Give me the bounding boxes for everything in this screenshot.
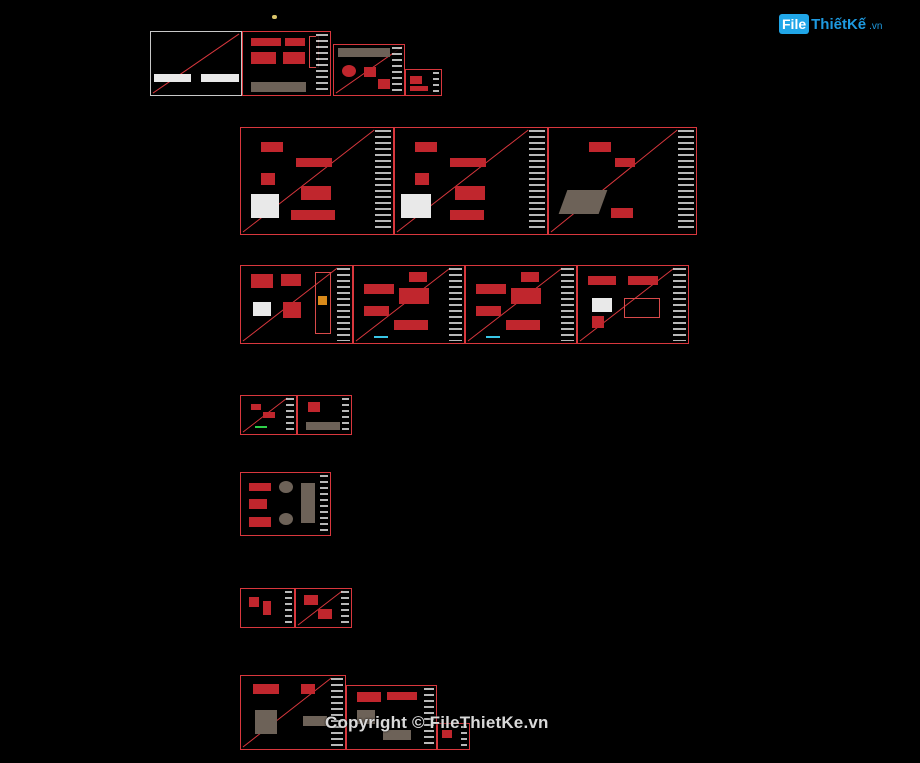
drawing-sheet[interactable] xyxy=(240,127,394,235)
drawing-sheet[interactable] xyxy=(150,31,242,96)
drawing-sheet[interactable] xyxy=(333,44,405,96)
drawing-sheet[interactable] xyxy=(405,69,442,96)
brand-logo: File ThiếtKế .vn xyxy=(779,14,882,34)
drawing-sheet[interactable] xyxy=(240,588,295,628)
logo-box: File xyxy=(779,14,810,34)
drawing-sheet[interactable] xyxy=(240,675,346,750)
drawing-sheet[interactable] xyxy=(242,31,331,96)
drawing-sheet[interactable] xyxy=(240,472,331,536)
drawing-sheet[interactable] xyxy=(295,588,352,628)
drawing-sheet[interactable] xyxy=(297,395,352,435)
drawing-sheet[interactable] xyxy=(346,685,437,750)
marker-dot xyxy=(272,15,277,19)
drawing-sheet[interactable] xyxy=(394,127,548,235)
drawing-sheet[interactable] xyxy=(353,265,465,344)
drawing-sheet[interactable] xyxy=(548,127,697,235)
drawing-sheet[interactable] xyxy=(437,723,470,750)
drawing-sheet[interactable] xyxy=(240,265,353,344)
logo-text: ThiếtKế xyxy=(811,15,867,33)
drawing-sheet[interactable] xyxy=(465,265,577,344)
logo-suffix: .vn xyxy=(869,21,883,32)
drawing-sheet[interactable] xyxy=(240,395,297,435)
copyright-watermark: Copyright © FileThietKe.vn xyxy=(325,713,549,732)
drawing-sheet[interactable] xyxy=(577,265,689,344)
